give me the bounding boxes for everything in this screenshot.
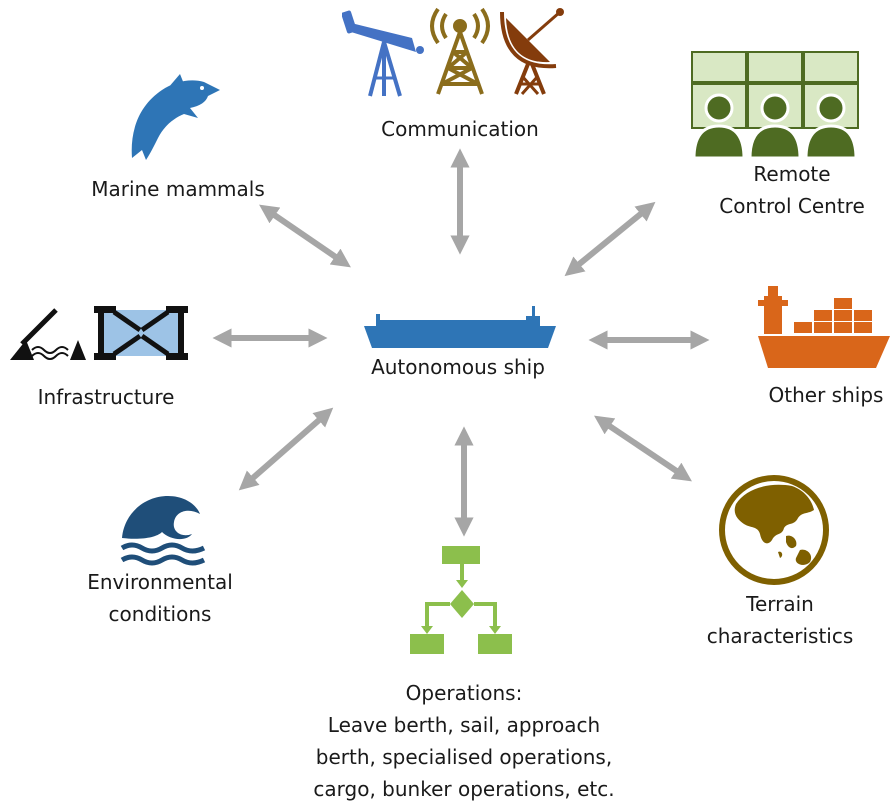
terrain-label: Terrain characteristics [706, 592, 854, 648]
arrow-environmental [238, 407, 334, 491]
marine-mammals-label: Marine mammals [91, 177, 265, 201]
arrow-marine-mammals [259, 204, 351, 268]
flowchart-icon [410, 546, 512, 654]
radio-tower-icon [430, 7, 490, 95]
other-ships-label: Other ships [768, 383, 884, 407]
arrow-terrain [594, 415, 692, 482]
satellite-dish-icon [500, 8, 564, 95]
infrastructure-label: Infrastructure [37, 385, 175, 409]
arrow-remote-control [564, 201, 656, 277]
communication-label: Communication [381, 117, 539, 141]
lock-gate-icon [94, 306, 188, 360]
center-label: Autonomous ship [371, 355, 545, 379]
dolphin-icon [131, 74, 220, 160]
ocean-wave-icon [120, 496, 206, 566]
environmental-label: Environmental conditions [87, 570, 233, 626]
bridge-icon [10, 308, 86, 360]
control-room-icon [691, 51, 859, 160]
globe-icon [719, 475, 829, 585]
operations-label: Operations: Leave berth, sail, approach … [313, 681, 615, 801]
remote-control-label: Remote Control Centre [719, 162, 865, 218]
cargo-ship-icon [758, 286, 890, 368]
telescope-icon [342, 10, 424, 97]
ship-icon [364, 306, 556, 348]
